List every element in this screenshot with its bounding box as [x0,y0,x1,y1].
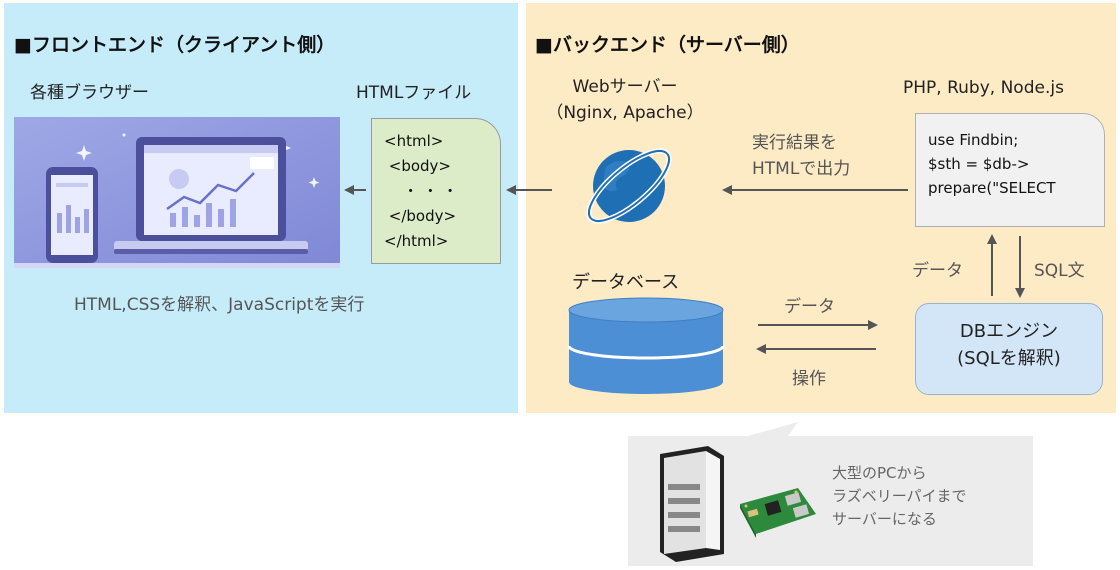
db-engine-title: DBエンジン [959,321,1059,342]
webserver-label: Webサーバー [572,77,678,97]
db-engine-subtitle: (SQLを解釈) [957,348,1061,369]
server-code-line: $sth = $db-> [928,155,1030,173]
server-code-line: prepare("SELECT [928,179,1056,197]
database-icon [567,297,725,394]
up-data-label: データ [912,261,963,281]
backend-title: ■バックエンド（サーバー側） [535,34,800,56]
browsers-label: 各種ブラウザー [30,83,149,103]
note-line: サーバーになる [832,510,937,528]
language-label: PHP, Ruby, Node.js [903,78,1064,98]
html-file-document: <html> <body> ・ ・ ・ </body> </html> [371,118,501,264]
arrow-data-label: データ [784,297,835,317]
note-pointer [748,422,798,436]
output-label-line2: HTMLで出力 [752,159,851,179]
web-server-globe-icon [586,148,672,224]
frontend-caption: HTML,CSSを解釈、JavaScriptを実行 [74,295,365,315]
output-label-line1: 実行結果を [752,133,837,153]
server-code-line: use Findbin; [928,131,1019,149]
arrow-operation-label: 操作 [792,369,826,389]
webserver-sub-label: （Nginx, Apache） [546,103,704,123]
html-file-label: HTMLファイル [356,83,472,103]
html-code-line: </body> [384,207,457,225]
frontend-title: ■フロントエンド（クライアント側） [14,34,336,56]
note-line: 大型のPCから [832,464,927,482]
html-code-line: ・ ・ ・ [384,182,458,200]
html-code-line: <html> [384,132,444,150]
raspberry-pi-icon [740,488,816,538]
server-code-document: use Findbin; $sth = $db-> prepare("SELEC… [915,113,1105,227]
database-label: データベース [572,272,680,293]
sql-label: SQL文 [1034,261,1085,281]
browser-devices-illustration [14,117,340,268]
html-code-line: <body> [384,157,452,175]
server-rack-icon [660,446,724,562]
db-engine-box: DBエンジン (SQLを解釈) [915,303,1103,395]
html-code-line: </html> [384,232,449,250]
note-line: ラズベリーパイまで [832,487,967,505]
